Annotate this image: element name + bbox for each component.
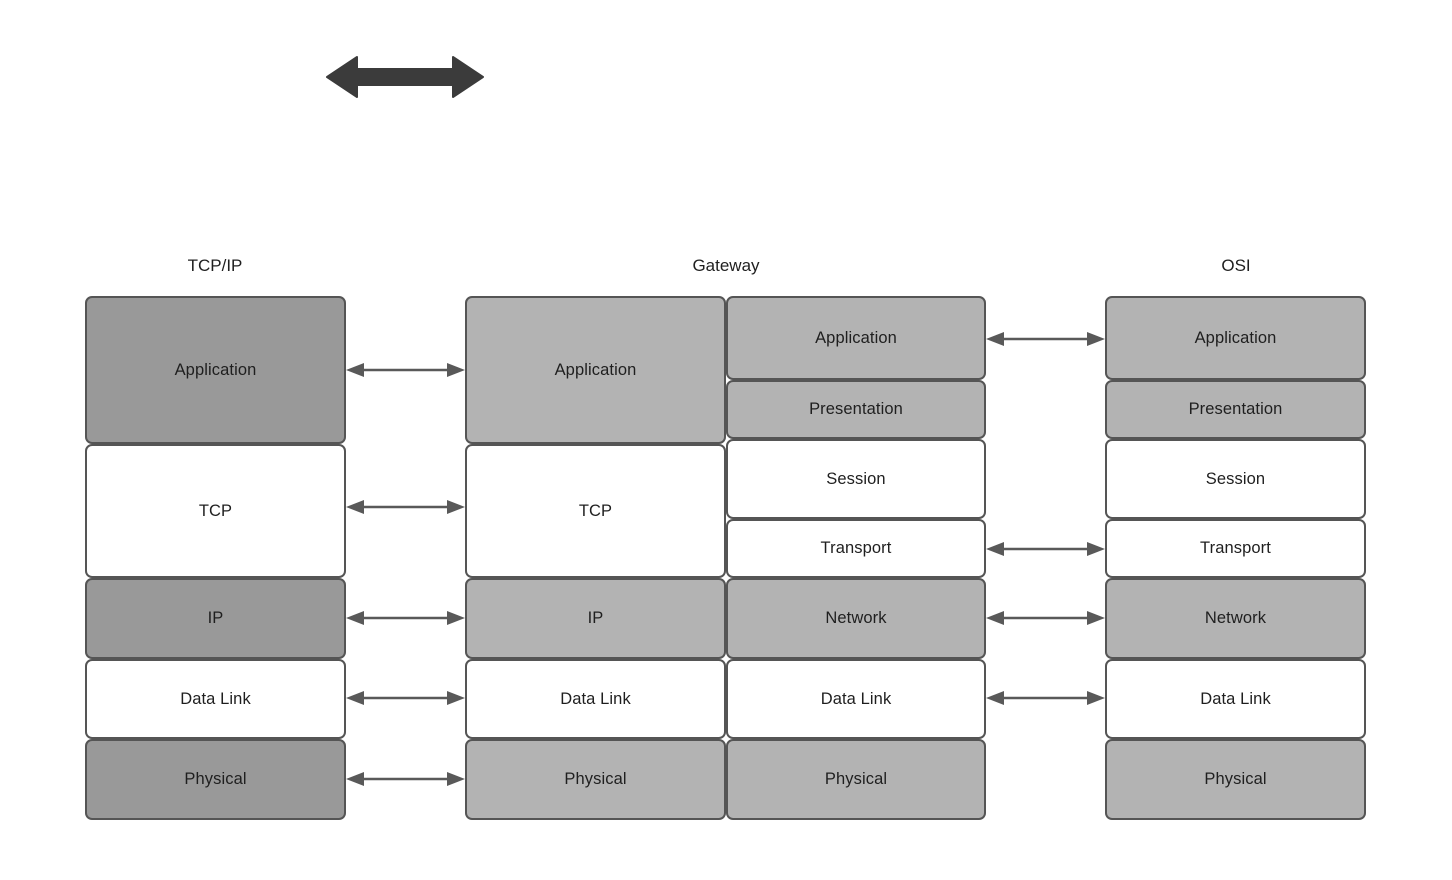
connector-arrow-tcpip-gateway-tcp	[346, 496, 465, 518]
layer-gateway-right-datalink[interactable]: Data Link	[726, 659, 986, 739]
layer-gateway-right-presentation[interactable]: Presentation	[726, 380, 986, 439]
layer-tcpip-tcp[interactable]: TCP	[85, 444, 346, 578]
layer-gateway-left-tcp[interactable]: TCP	[465, 444, 726, 578]
layer-osi-transport[interactable]: Transport	[1105, 519, 1366, 578]
layer-tcpip-datalink[interactable]: Data Link	[85, 659, 346, 739]
layer-osi-application[interactable]: Application	[1105, 296, 1366, 380]
layer-gateway-left-ip[interactable]: IP	[465, 578, 726, 659]
column-header-osi: OSI	[1221, 256, 1251, 275]
layer-tcpip-physical[interactable]: Physical	[85, 739, 346, 820]
connector-arrow-tcpip-gateway-application	[346, 359, 465, 381]
layer-gateway-right-session[interactable]: Session	[726, 439, 986, 519]
layer-gateway-left-datalink[interactable]: Data Link	[465, 659, 726, 739]
layer-osi-physical[interactable]: Physical	[1105, 739, 1366, 820]
connector-arrow-tcpip-gateway-ip	[346, 607, 465, 629]
connector-arrow-tcpip-gateway-datalink	[346, 687, 465, 709]
layer-osi-datalink[interactable]: Data Link	[1105, 659, 1366, 739]
connector-arrow-gateway-osi-datalink	[986, 687, 1105, 709]
layer-osi-session[interactable]: Session	[1105, 439, 1366, 519]
layer-gateway-right-application[interactable]: Application	[726, 296, 986, 380]
layer-gateway-left-application[interactable]: Application	[465, 296, 726, 444]
connector-arrow-gateway-osi-network	[986, 607, 1105, 629]
connector-arrow-gateway-osi-application	[986, 328, 1105, 350]
layer-gateway-right-transport[interactable]: Transport	[726, 519, 986, 578]
bidirectional-arrow-icon	[325, 53, 485, 101]
connector-arrow-tcpip-gateway-physical	[346, 768, 465, 790]
layer-tcpip-ip[interactable]: IP	[85, 578, 346, 659]
layer-gateway-right-physical[interactable]: Physical	[726, 739, 986, 820]
layer-gateway-right-network[interactable]: Network	[726, 578, 986, 659]
layer-gateway-left-physical[interactable]: Physical	[465, 739, 726, 820]
connector-arrow-gateway-osi-transport	[986, 538, 1105, 560]
column-header-tcpip: TCP/IP	[187, 256, 243, 275]
layer-osi-presentation[interactable]: Presentation	[1105, 380, 1366, 439]
column-header-gateway: Gateway	[692, 256, 760, 275]
layer-osi-network[interactable]: Network	[1105, 578, 1366, 659]
layer-tcpip-application[interactable]: Application	[85, 296, 346, 444]
